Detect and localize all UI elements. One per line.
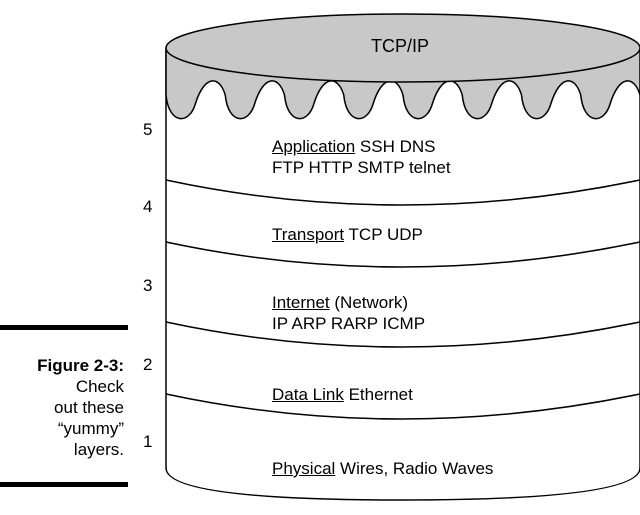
layer-number-1: 1 <box>143 432 153 451</box>
caption-line: “yummy” <box>57 419 124 438</box>
caption-top-rule <box>0 325 128 330</box>
layer-number-4: 4 <box>143 197 153 216</box>
layer-transport: Transport TCP UDP <box>272 224 423 245</box>
stack-title: TCP/IP <box>370 36 429 56</box>
layer-name: Application <box>272 137 356 156</box>
layer-number-3: 3 <box>143 276 153 295</box>
caption-line: out these <box>54 398 124 417</box>
layer-name: Data Link <box>272 385 344 404</box>
lid-top-ellipse <box>165 13 640 83</box>
figure-label: Figure 2-3: <box>37 356 124 375</box>
caption-bottom-rule <box>0 482 128 487</box>
caption-line: Check <box>75 377 124 396</box>
layer-name: Physical <box>272 459 336 478</box>
layer-number-2: 2 <box>143 355 153 374</box>
layer-protocols-line2: FTP HTTP SMTP telnet <box>272 158 451 177</box>
layer-protocols: TCP UDP <box>348 225 423 244</box>
layer-protocols: SSH DNS <box>359 137 436 156</box>
layer-name: Transport <box>272 225 345 244</box>
layer-name: Internet <box>272 293 330 312</box>
layer-separator-4-3 <box>165 241 640 268</box>
layer-application: Application SSH DNS FTP HTTP SMTP telnet <box>272 136 451 178</box>
layer-protocols: (Network) <box>334 293 409 312</box>
layer-internet: Internet (Network) IP ARP RARP ICMP <box>272 292 425 334</box>
caption-line: layers. <box>73 440 124 459</box>
layer-separator-2-1 <box>165 393 640 420</box>
figure-caption: Figure 2-3: Check out these “yummy” laye… <box>0 355 124 460</box>
layer-separator-5-4 <box>165 179 640 206</box>
layer-physical: Physical Wires, Radio Waves <box>272 458 493 479</box>
cylinder-body <box>165 50 640 501</box>
layer-data-link: Data Link Ethernet <box>272 384 413 405</box>
layer-separator-3-2 <box>165 321 640 348</box>
layer-protocols-line2: IP ARP RARP ICMP <box>272 314 426 333</box>
layer-protocols: Wires, Radio Waves <box>340 459 494 478</box>
layer-protocols: Ethernet <box>348 385 413 404</box>
layer-number-5: 5 <box>143 120 153 139</box>
